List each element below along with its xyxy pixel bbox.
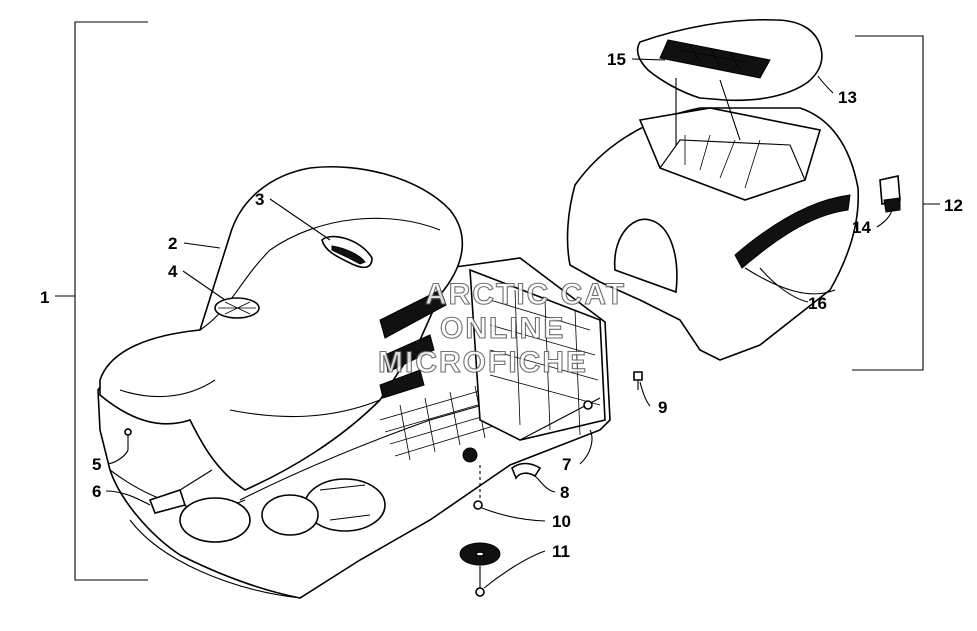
watermark-line-2: ONLINE <box>440 312 565 345</box>
watermark-line-3: MICROFICHE <box>378 346 588 379</box>
callout-labels: 1 2 3 4 5 6 7 8 9 10 11 12 13 14 15 16 <box>40 50 963 561</box>
callout-15: 15 <box>607 50 626 69</box>
clip-part <box>511 462 542 480</box>
callout-11: 11 <box>552 542 570 561</box>
callout-16: 16 <box>808 294 827 313</box>
bracket-group-12 <box>852 35 940 371</box>
callout-2: 2 <box>168 234 177 253</box>
hinge-part <box>519 397 601 441</box>
emblem-part <box>214 297 260 319</box>
callout-9: 9 <box>658 398 667 417</box>
side-latch-part <box>879 175 901 213</box>
callout-8: 8 <box>560 483 569 502</box>
callout-6: 6 <box>92 482 101 501</box>
callout-13: 13 <box>838 88 857 107</box>
watermark-line-1: ARCTIC CAT <box>425 278 626 311</box>
rear-cover-part <box>566 107 860 361</box>
callout-1: 1 <box>40 288 49 307</box>
callout-5: 5 <box>92 455 101 474</box>
screw-part-9 <box>633 371 643 390</box>
callout-7: 7 <box>562 455 571 474</box>
washer-part <box>459 542 501 597</box>
grab-handle-part <box>321 235 373 269</box>
callout-12: 12 <box>944 196 963 215</box>
latch-part <box>148 469 213 514</box>
lid-part <box>636 18 823 102</box>
callout-3: 3 <box>255 190 264 209</box>
callout-10: 10 <box>552 512 571 531</box>
watermark: ARCTIC CAT ONLINE MICROFICHE <box>377 277 626 379</box>
callout-4: 4 <box>168 262 178 281</box>
callout-14: 14 <box>852 218 871 237</box>
screw-part-5 <box>124 428 132 450</box>
leader-lines <box>105 58 893 589</box>
bolt-part <box>462 447 483 510</box>
bracket-group-1 <box>55 21 148 581</box>
seat-part <box>99 165 464 491</box>
